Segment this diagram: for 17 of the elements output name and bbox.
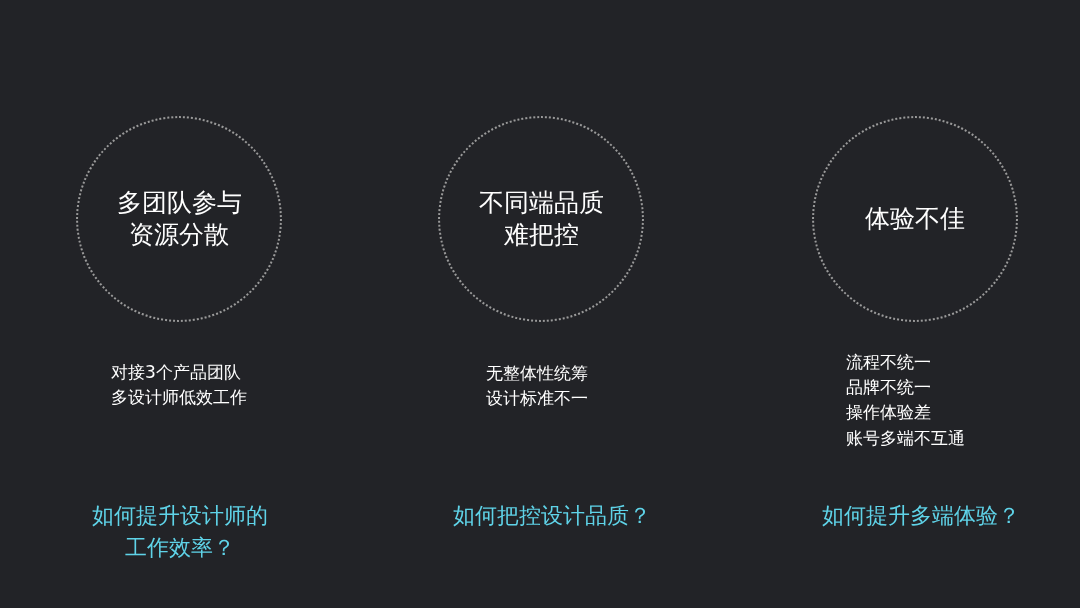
description-line: 操作体验差 — [846, 401, 931, 424]
circle-text: 体验不佳 — [864, 203, 966, 235]
description-line: 多设计师低效工作 — [111, 386, 247, 409]
description-line: 账号多端不互通 — [846, 427, 965, 450]
description-line: 设计标准不一 — [486, 387, 588, 410]
question-text: 如何提升多端体验？ — [821, 502, 1021, 530]
dotted-circle — [76, 116, 282, 322]
description-line: 对接3个产品团队 — [111, 361, 241, 384]
question-text: 如何提升设计师的工作效率？ — [91, 502, 269, 562]
description-line: 流程不统一 — [846, 351, 931, 374]
dotted-circle — [438, 116, 644, 322]
dotted-circle — [812, 116, 1018, 322]
circle-text: 多团队参与资源分散 — [115, 187, 243, 251]
circle-text: 不同端品质难把控 — [477, 187, 605, 251]
description-line: 品牌不统一 — [846, 376, 931, 399]
description-line: 无整体性统筹 — [486, 362, 588, 385]
question-text: 如何把控设计品质？ — [452, 502, 652, 530]
